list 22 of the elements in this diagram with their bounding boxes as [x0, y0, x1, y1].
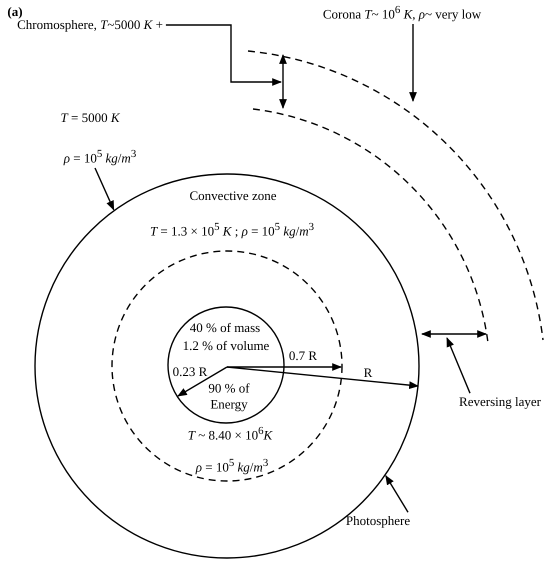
- label-text: Reversing layer: [459, 394, 541, 410]
- zone-label: Convective zone: [190, 188, 276, 204]
- label-text: Corona T~ 10$^{6}$ K, ρ~ very low: [322, 4, 482, 22]
- panel-label: (a): [7, 4, 23, 20]
- leader-line: [446, 337, 471, 394]
- value-text: T = 5000 K: [60, 110, 120, 126]
- leader-line: [166, 24, 282, 86]
- value-text: ρ = 10$^{5}$ kg/m$^{3}$: [196, 457, 268, 475]
- leader-line: [409, 24, 417, 102]
- label-text: Photosphere: [346, 513, 410, 529]
- zone-value-text: T = 1.3 × 10$^{5}$ K ; ρ = 10$^{5}$ kg/m$^{3}$: [150, 221, 314, 239]
- value-text: ρ = 10$^{5}$ kg/m$^{3}$: [64, 148, 136, 166]
- value-text: T ~ 8.40 × 10$^{6}$K: [188, 425, 272, 443]
- core-text: 1.2 % of volume: [182, 338, 270, 354]
- dimension-label: R: [364, 365, 372, 381]
- arrow: [385, 474, 409, 513]
- core-text: 40 % of mass: [190, 320, 260, 336]
- arrow: [94, 168, 114, 211]
- dimension-label: 0.7 R: [288, 348, 318, 364]
- dimension-label: 0.23 R: [172, 364, 208, 380]
- label-text: Chromosphere, T~5000 K +: [17, 17, 163, 33]
- core-text: 90 % of Energy: [207, 380, 251, 412]
